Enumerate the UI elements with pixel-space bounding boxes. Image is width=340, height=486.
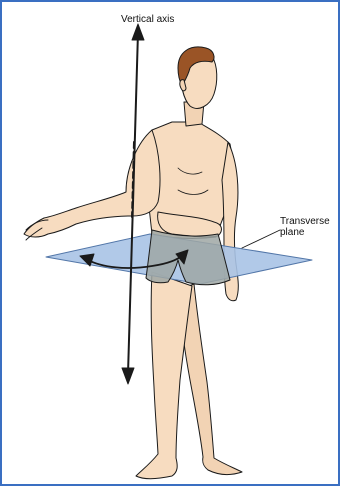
- vertical-axis-bottom-arrowhead: [122, 368, 134, 384]
- vertical-axis-top-arrowhead: [132, 24, 144, 40]
- left-leg: [136, 272, 192, 479]
- transverse-plane-label: Transverse plane: [280, 216, 340, 238]
- left-arm: [24, 130, 160, 237]
- transverse-leader-line: [242, 230, 280, 248]
- vertical-axis-label: Vertical axis: [121, 14, 174, 25]
- shorts: [146, 230, 230, 285]
